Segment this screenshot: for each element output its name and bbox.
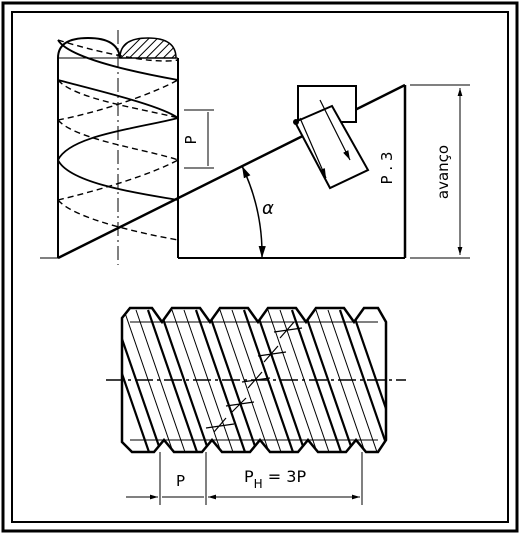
cutting-tool [293,85,370,190]
lead-angle: α [241,165,274,259]
lead-value: = 3P [263,467,307,486]
pitch-label-top: P [182,135,200,144]
helix-cylinder [57,30,179,265]
lead-label-top: P . 3 [378,152,396,185]
thread-flanks [122,309,386,452]
bottom-dimensions: P PH = 3P [126,452,363,505]
cylinder-section-hatch [119,37,177,59]
feed-label: avanço [434,145,452,199]
lead-subscript: H [254,477,263,491]
threaded-screw [106,306,406,454]
pitch-dimension: P [182,109,214,169]
lead-symbol: P [244,467,254,486]
pitch-label-bottom: P [176,472,185,490]
angle-label: α [262,198,274,219]
feed-dimension: avanço [410,84,470,259]
lead-label-bottom: PH = 3P [244,467,306,491]
inner-border [11,11,509,523]
